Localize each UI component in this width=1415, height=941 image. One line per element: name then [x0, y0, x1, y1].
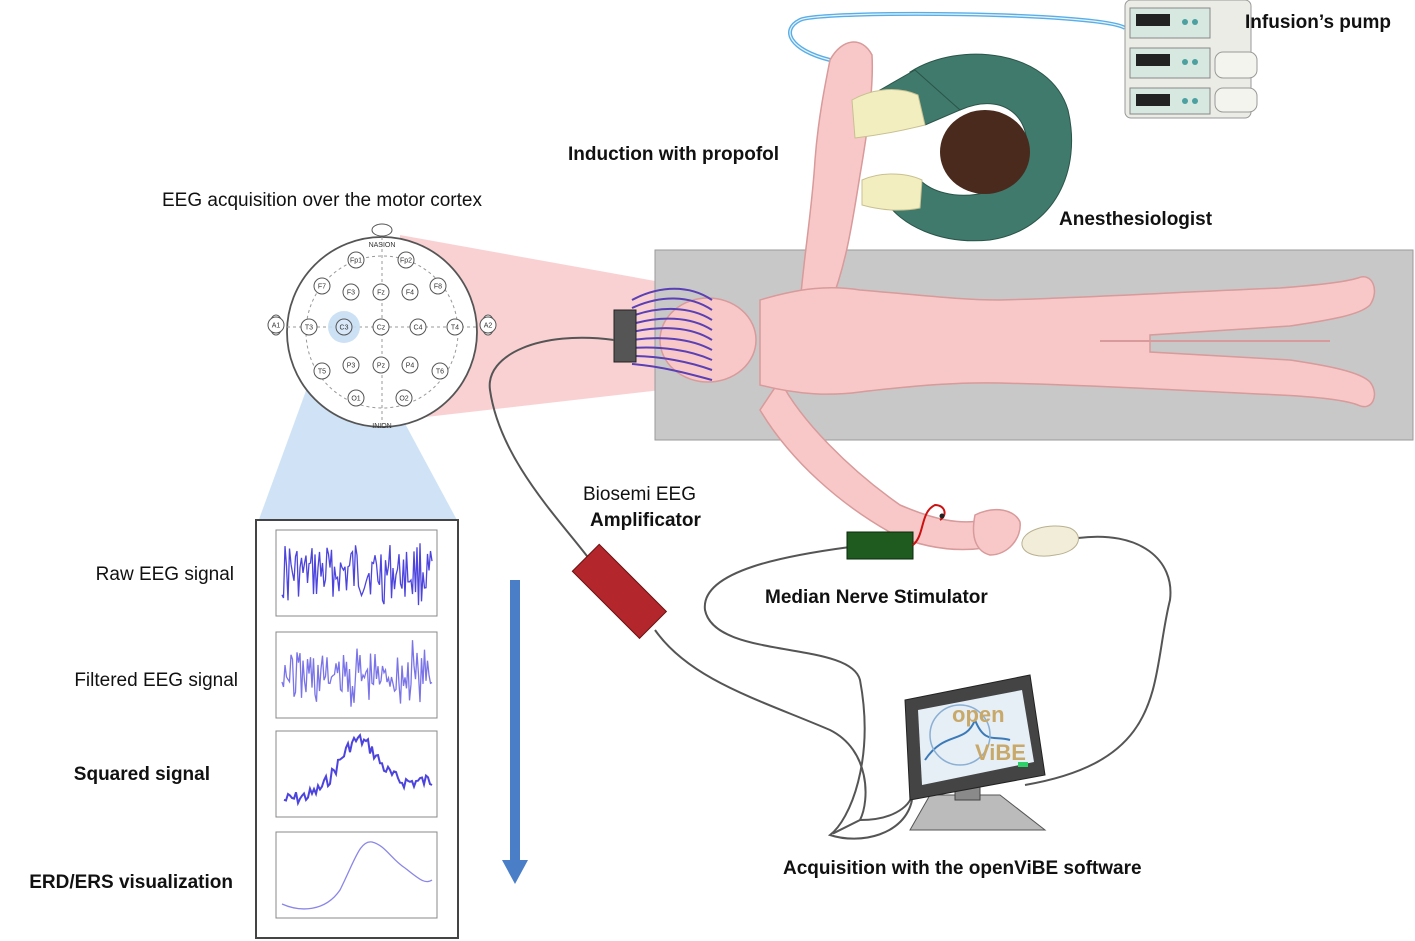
- filtered-signal-trace: [281, 640, 433, 707]
- electrode-label-f7: F7: [318, 284, 326, 291]
- electrode-label-o1: O1: [351, 396, 360, 403]
- monitor: [904, 674, 1047, 831]
- electrode-label-f4: F4: [406, 290, 414, 297]
- anesthesiologist-label: Anesthesiologist: [1059, 209, 1213, 230]
- signal-box-squared: [275, 730, 438, 818]
- median-nerve-label: Median Nerve Stimulator: [765, 587, 988, 608]
- inion-label: INION: [372, 423, 391, 430]
- cortex-projection-beam: [400, 235, 705, 420]
- electrode-label-t6: T6: [436, 369, 444, 376]
- electrode-label-fp2: Fp2: [400, 258, 412, 265]
- electrode-t6: [431, 362, 449, 380]
- eeg-acquisition-label: EEG acquisition over the motor cortex: [162, 190, 482, 211]
- electrode-label-a2: A2: [484, 323, 493, 330]
- electrode-p3: [342, 356, 360, 374]
- electrode-t4: [446, 318, 464, 336]
- nasion-label: NASION: [369, 242, 396, 249]
- electrode-t3: [300, 318, 318, 336]
- signal-box-filtered: [275, 631, 438, 719]
- electrode-label-fz: Fz: [377, 290, 385, 297]
- electrode-f8: [429, 277, 447, 295]
- monitor-logo-vibe: ViBE: [975, 740, 1026, 765]
- electrode-f7: [313, 277, 331, 295]
- electrode-label-p3: P3: [347, 363, 356, 370]
- signal-box-raw: [275, 529, 438, 617]
- pipeline-label-raw: Raw EEG signal: [96, 564, 234, 585]
- infusion-pump: [1124, 0, 1258, 119]
- eeg-connector: [613, 309, 637, 363]
- infusion-pump-label: Infusion’s pump: [1245, 12, 1391, 33]
- electrode-label-t4: T4: [451, 325, 459, 332]
- pipeline-label-squared: Squared signal: [74, 764, 210, 785]
- squared-signal-trace: [283, 732, 433, 807]
- electrode-cz: [372, 318, 390, 336]
- signal-box-erd: [275, 831, 438, 919]
- induction-label: Induction with propofol: [568, 144, 779, 165]
- median-nerve-stimulator: [846, 531, 914, 560]
- electrode-o1: [347, 389, 365, 407]
- electrode-o2: [395, 389, 413, 407]
- electrode-fp1: [347, 251, 365, 269]
- electrode-f3: [342, 283, 360, 301]
- electrode-fz: [372, 283, 390, 301]
- electrode-label-c3: C3: [340, 325, 349, 332]
- electrode-label-p4: P4: [406, 363, 415, 370]
- eeg-cap: [631, 287, 713, 381]
- electrode-c3: [335, 318, 353, 336]
- electrode-label-t3: T3: [305, 325, 313, 332]
- electrode-label-cz: Cz: [377, 325, 386, 332]
- pipeline-label-erd: ERD/ERS visualization: [29, 872, 233, 893]
- monitor-logo-open: open: [952, 702, 1005, 727]
- raw-signal-trace: [281, 543, 433, 606]
- stimulator-leads: [912, 503, 946, 546]
- electrode-f4: [401, 283, 419, 301]
- electrode-label-fp1: Fp1: [350, 258, 362, 265]
- erd-ers-curve: [281, 841, 433, 910]
- electrode-a2: [479, 316, 497, 334]
- electrode-a1: [267, 316, 285, 334]
- biosemi-label-line1: Biosemi EEG: [583, 484, 696, 505]
- electrode-pz: [372, 356, 390, 374]
- biosemi-label-line2: Amplificator: [590, 510, 701, 531]
- pipeline-label-filtered: Filtered EEG signal: [74, 670, 238, 691]
- mouse: [1021, 525, 1079, 557]
- electrode-t5: [313, 362, 331, 380]
- electrode-label-c4: C4: [414, 325, 423, 332]
- electrode-c4: [409, 318, 427, 336]
- processing-arrow: [502, 580, 528, 884]
- acquisition-software-label: Acquisition with the openViBE software: [783, 858, 1142, 879]
- electrode-label-f8: F8: [434, 284, 442, 291]
- anesthesiologist-figure: [851, 53, 1072, 242]
- electrode-p4: [401, 356, 419, 374]
- electrode-label-o2: O2: [399, 396, 408, 403]
- electrode-fp2: [397, 251, 415, 269]
- electrode-label-f3: F3: [347, 290, 355, 297]
- cables: [488, 336, 1172, 840]
- electrode-label-a1: A1: [272, 323, 281, 330]
- electrode-label-pz: Pz: [377, 363, 386, 370]
- biosemi-amplifier: [571, 543, 668, 640]
- electrode-label-t5: T5: [318, 369, 326, 376]
